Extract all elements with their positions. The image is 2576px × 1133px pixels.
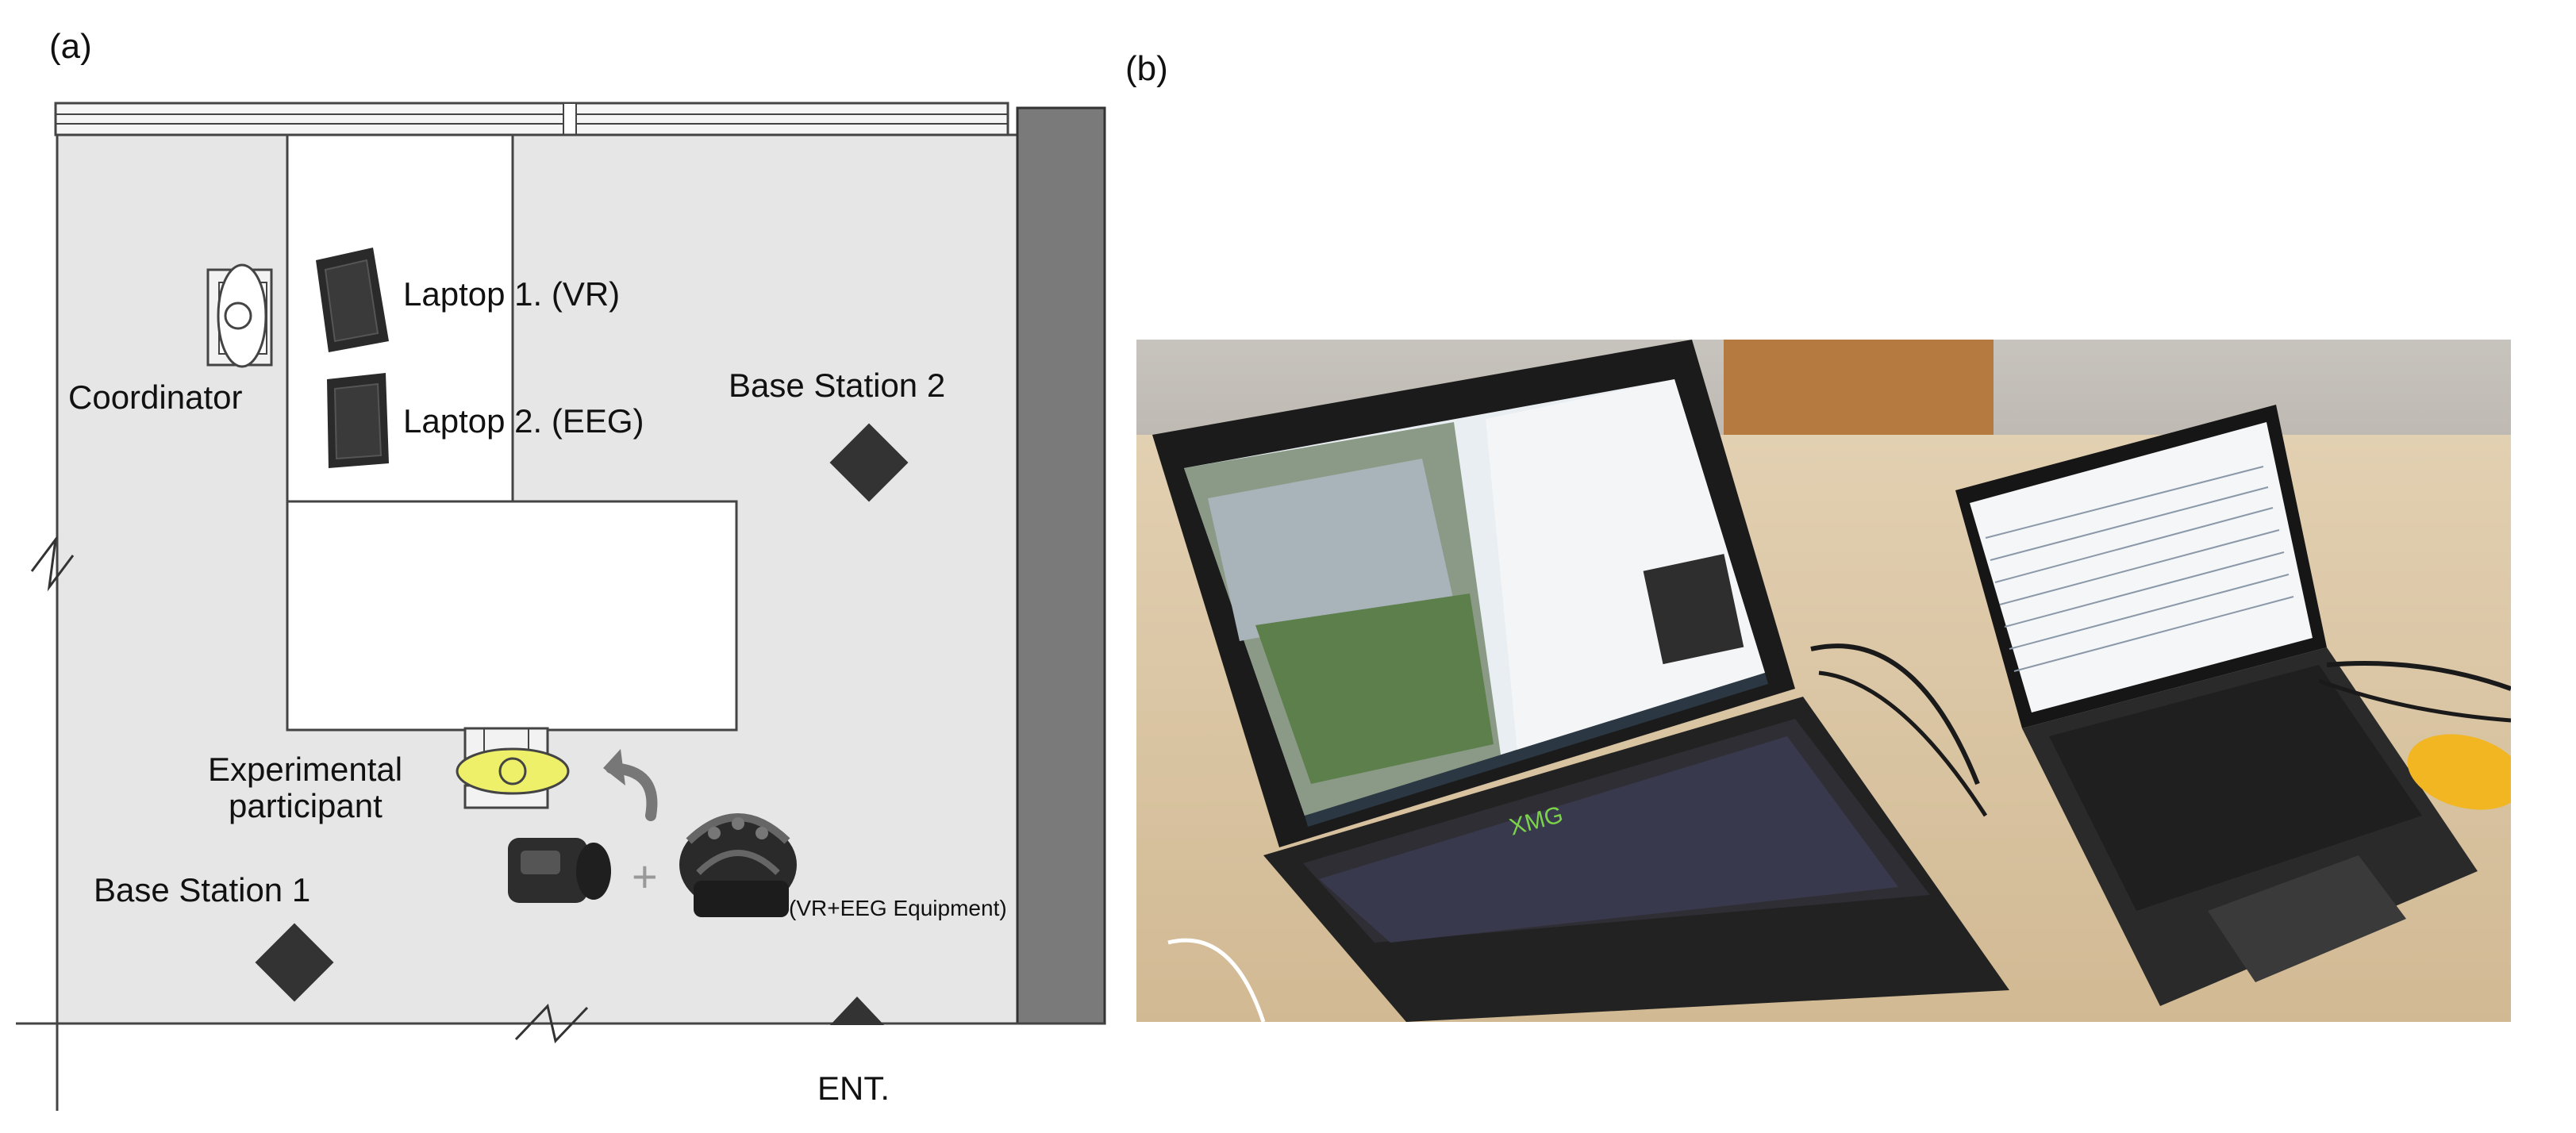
wall-break-left — [30, 535, 75, 592]
participant-label-line2: participant — [229, 787, 383, 824]
plus-sign: + — [632, 851, 658, 901]
right-wall — [1016, 106, 1106, 1025]
entrance-label: ENT. — [817, 1070, 890, 1107]
base-station-1-label: Base Station 1 — [94, 871, 310, 908]
laptop-1-icon — [316, 248, 389, 352]
lower-table — [286, 500, 738, 732]
laptop-1-label: Laptop 1. (VR) — [403, 275, 620, 313]
photo-cabinet — [1724, 340, 1994, 451]
curved-arrow-icon — [603, 749, 658, 821]
photo-panel: XMG — [1136, 340, 2511, 1022]
laptop-2-label: Laptop 2. (EEG) — [403, 402, 644, 440]
vr-laptop-photo: XMG — [1152, 340, 2009, 1022]
base-station-2-marker — [829, 423, 909, 502]
panel-b-label: (b) — [1125, 49, 1168, 88]
upper-table — [286, 133, 514, 503]
coordinator-chair — [206, 263, 273, 368]
equipment-label: (VR+EEG Equipment) — [789, 896, 1007, 920]
coordinator-label: Coordinator — [68, 378, 242, 416]
top-window — [54, 102, 1009, 136]
vr-headset-icon — [508, 838, 611, 903]
participant-label-line1: Experimental — [208, 751, 402, 788]
participant-chair — [456, 727, 570, 809]
floor-plan: Laptop 1. (VR) Laptop 2. (EEG) Coordinat… — [16, 102, 1106, 1111]
base-station-2-label: Base Station 2 — [729, 367, 945, 404]
wall-break-bottom — [514, 1003, 589, 1044]
eeg-laptop-photo — [1955, 405, 2478, 1006]
panel-a-label: (a) — [49, 27, 92, 66]
cables — [1167, 643, 2511, 1022]
entrance-marker — [830, 997, 884, 1025]
laptop-2-icon — [327, 373, 389, 468]
eeg-cap-icon — [679, 813, 797, 917]
